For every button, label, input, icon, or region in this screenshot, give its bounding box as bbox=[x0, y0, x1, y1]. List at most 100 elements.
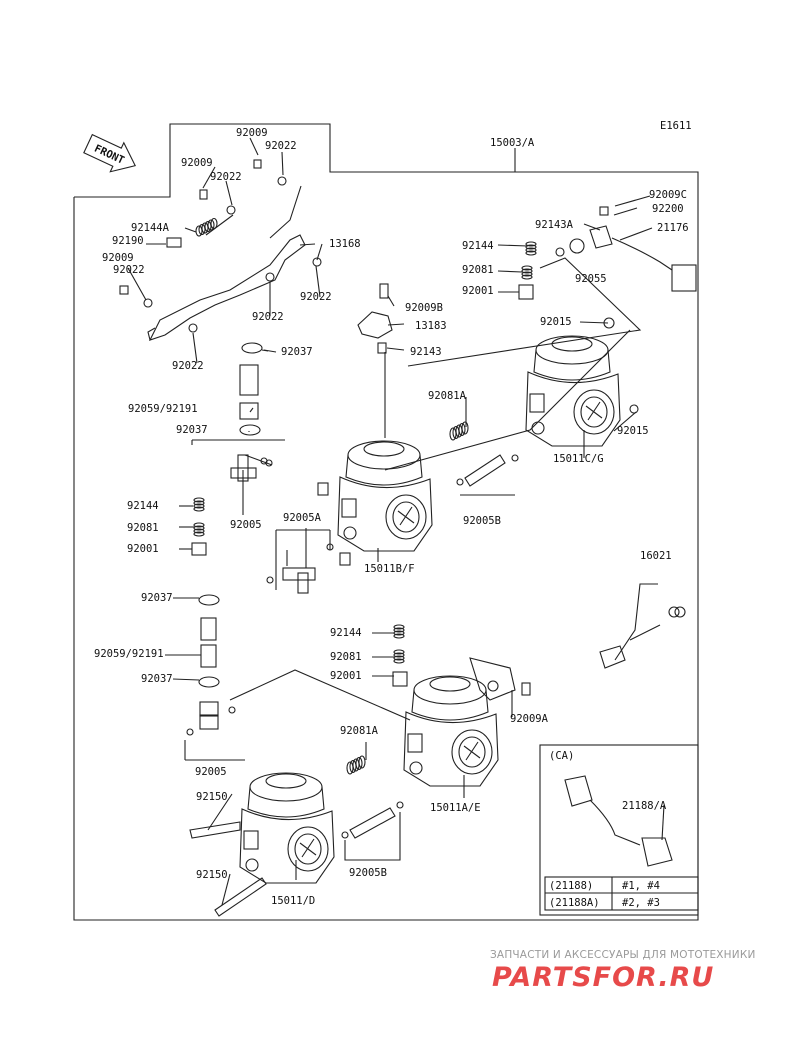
leader-line bbox=[172, 678, 200, 681]
leader-line bbox=[269, 185, 302, 239]
spring-coil bbox=[193, 500, 205, 506]
o-ring-92055 bbox=[569, 238, 585, 254]
leader-line bbox=[299, 243, 316, 246]
part-label-p92015_b: 92015 bbox=[617, 425, 649, 437]
carb-butterfly bbox=[463, 741, 481, 761]
fuel-joint-92005 bbox=[244, 454, 273, 466]
part-label-p15011AE: 15011A/E bbox=[430, 802, 481, 814]
part-label-p92022_d: 92022 bbox=[300, 291, 332, 303]
carburetor-15011B-F bbox=[337, 440, 433, 552]
washer-92022 bbox=[226, 205, 236, 215]
carb-butterfly bbox=[397, 506, 415, 526]
o-ring bbox=[396, 801, 404, 809]
part-label-p92009_a: 92009 bbox=[236, 127, 268, 139]
bracket-92009A bbox=[469, 657, 516, 701]
o-ring bbox=[265, 459, 273, 467]
spring-coil bbox=[193, 497, 205, 503]
screw-92001 bbox=[392, 671, 408, 687]
inset-region-label: (CA) bbox=[549, 750, 574, 762]
part-label-p15003A: 15003/A bbox=[490, 137, 535, 149]
carb-drain bbox=[531, 421, 545, 435]
leader-line bbox=[497, 244, 529, 247]
spring-coil bbox=[393, 658, 405, 664]
part-label-p92144_a: 92144 bbox=[462, 240, 494, 252]
o-ring bbox=[555, 247, 565, 257]
spring-coil bbox=[521, 268, 533, 274]
leader-line bbox=[202, 166, 216, 189]
carb-cap-body bbox=[411, 689, 489, 721]
inset-box bbox=[539, 744, 699, 916]
spring-coil bbox=[393, 624, 405, 630]
leader-line bbox=[249, 137, 259, 156]
fuel-pipe-92005B bbox=[464, 454, 506, 487]
carb-body bbox=[525, 371, 621, 447]
spring-coil bbox=[521, 274, 533, 280]
front-arrow-shape bbox=[83, 133, 136, 173]
part-label-p92037_a: 92037 bbox=[281, 346, 313, 358]
spring-coil bbox=[193, 528, 205, 534]
carb-body bbox=[337, 476, 433, 552]
hose-92059 bbox=[200, 617, 217, 641]
spring-coil bbox=[461, 421, 469, 435]
plug bbox=[339, 552, 351, 566]
leader-line bbox=[629, 624, 661, 641]
spring-coil bbox=[458, 422, 466, 437]
o-ring bbox=[186, 728, 194, 736]
part-label-p92081_a: 92081 bbox=[462, 264, 494, 276]
sensor-connector bbox=[671, 264, 697, 292]
part-label-p92005A: 92005A bbox=[283, 512, 322, 524]
leader-line bbox=[127, 267, 147, 301]
leader-line bbox=[221, 873, 231, 906]
carburetor-15011A-E bbox=[403, 675, 499, 787]
carb-top-cap bbox=[413, 675, 487, 705]
part-label-p92081_b: 92081 bbox=[127, 522, 159, 534]
spring-coil bbox=[193, 525, 205, 531]
screw-92001 bbox=[518, 284, 534, 300]
carb-drain bbox=[245, 858, 259, 872]
leader-line bbox=[315, 265, 321, 298]
carb-bore bbox=[451, 729, 493, 775]
spring-coil bbox=[521, 271, 533, 277]
part-label-p92022_b: 92022 bbox=[210, 171, 242, 183]
part-label-p92150_b: 92150 bbox=[196, 869, 228, 881]
screw-92009A bbox=[521, 682, 531, 696]
part-label-p92200: 92200 bbox=[652, 203, 684, 215]
carb-butterfly bbox=[585, 401, 603, 421]
bracket-13183 bbox=[357, 311, 393, 339]
leader-line bbox=[192, 332, 198, 364]
carb-float-chamber bbox=[407, 733, 423, 753]
carb-float-chamber bbox=[341, 498, 357, 518]
bracket-tab bbox=[147, 327, 156, 341]
leader-line bbox=[661, 804, 665, 841]
carb-bore-inner bbox=[458, 736, 486, 768]
washer-92022 bbox=[312, 257, 322, 267]
carb-bore-inner bbox=[392, 501, 420, 533]
clamp-92037 bbox=[241, 342, 263, 354]
bolt-92009B bbox=[379, 283, 389, 299]
leader-line bbox=[344, 812, 401, 861]
screw-92001 bbox=[191, 542, 207, 556]
spring-coil bbox=[193, 506, 205, 512]
bolt-92150 bbox=[189, 821, 241, 839]
part-label-p92081_c: 92081 bbox=[330, 651, 362, 663]
carb-bore-inner bbox=[294, 833, 322, 865]
part-label-p92144_b: 92144 bbox=[127, 500, 159, 512]
part-label-p92037_b: 92037 bbox=[176, 424, 208, 436]
screw-92009C bbox=[599, 206, 609, 216]
part-label-p92144A: 92144A bbox=[131, 222, 170, 234]
washer-92015 bbox=[629, 404, 639, 414]
carb-cap-body bbox=[533, 349, 611, 381]
part-label-p92015_a: 92015 bbox=[540, 316, 572, 328]
part-label-p92009_b: 92009 bbox=[181, 157, 213, 169]
diagram-id: E1611 bbox=[660, 120, 692, 132]
part-label-p92022_c: 92022 bbox=[113, 264, 145, 276]
sensor-21176 bbox=[589, 225, 613, 249]
part-label-p92005_a: 92005 bbox=[230, 519, 262, 531]
leader-line bbox=[387, 295, 395, 307]
part-label-p92001_b: 92001 bbox=[127, 543, 159, 555]
spring-coil bbox=[393, 627, 405, 633]
o-ring bbox=[668, 606, 680, 618]
part-label-p92005B_b: 92005B bbox=[349, 867, 387, 879]
carb-bore bbox=[573, 389, 615, 435]
part-label-p92081A_b: 92081A bbox=[340, 725, 379, 737]
